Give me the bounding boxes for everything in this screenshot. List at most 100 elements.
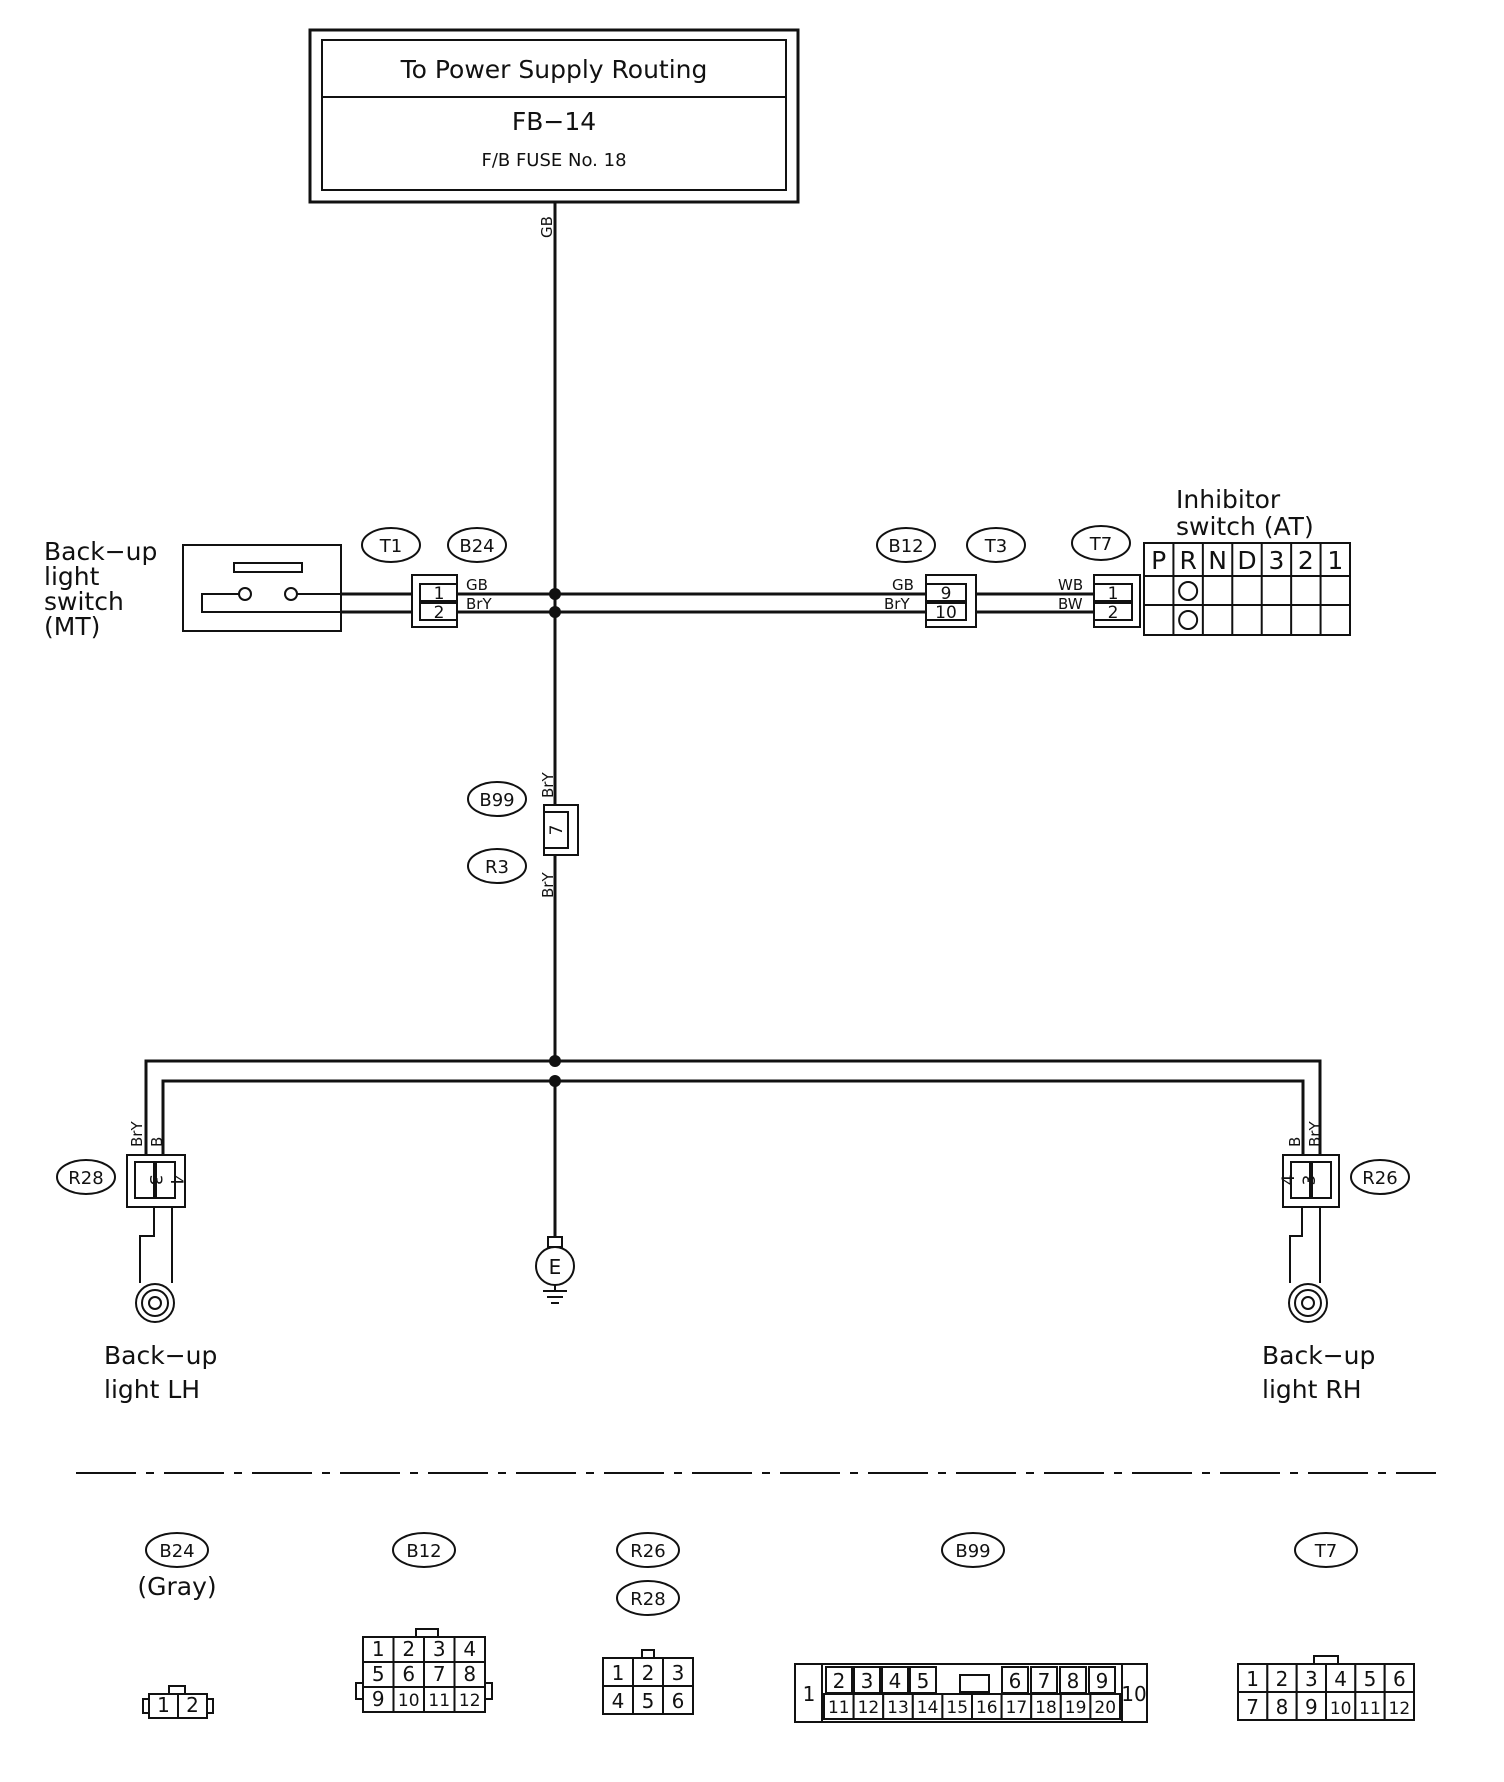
connector-t3-tag: T3	[966, 527, 1026, 563]
connector-t7-tag: T7	[1071, 525, 1131, 561]
svg-text:T7: T7	[1314, 1541, 1337, 1562]
backup-switch-label-1: Back−up	[44, 537, 157, 566]
r26-pin-2: 2	[642, 1661, 655, 1685]
connector-r26-inline: 4 3	[1279, 1154, 1340, 1208]
b99-pin-cell	[1059, 1666, 1087, 1694]
svg-text:B12: B12	[888, 536, 923, 557]
inhibitor-label-1: Inhibitor	[1176, 485, 1281, 514]
wire-label-b-lh: B	[148, 1137, 166, 1147]
wire-label-bry-b99: BrY	[539, 772, 557, 798]
inhibitor-position-2: 2	[1298, 546, 1314, 575]
svg-text:R28: R28	[630, 1589, 665, 1610]
b99-pin-8: 8	[1067, 1669, 1080, 1693]
power-supply-box: To Power Supply Routing FB−14 F/B FUSE N…	[308, 28, 800, 204]
b99-pin-cell	[1059, 1693, 1092, 1720]
svg-text:R26: R26	[630, 1541, 665, 1562]
svg-text:B24: B24	[159, 1541, 194, 1562]
r26-pin-5: 5	[642, 1689, 655, 1713]
fuse-desc: F/B FUSE No. 18	[481, 150, 626, 171]
inhibitor-contact-r-2	[1178, 610, 1199, 630]
b12-pin-6: 6	[402, 1662, 415, 1686]
b12-pin-8: 8	[463, 1662, 476, 1686]
svg-text:B99: B99	[955, 1541, 990, 1562]
b12-pin-10: 10	[398, 1691, 420, 1711]
connector-b99-tag: B99	[467, 781, 527, 817]
fuse-id: FB−14	[512, 107, 596, 136]
b99-pin-20: 20	[1094, 1698, 1116, 1718]
wire-label-bry-lh: BrY	[128, 1121, 146, 1147]
r26-pin-cell	[662, 1657, 694, 1687]
t7-pin-cell	[1237, 1691, 1269, 1721]
svg-text:T7: T7	[1089, 534, 1112, 555]
b99-pin-cell	[1089, 1693, 1122, 1720]
r26-pin-cell	[602, 1685, 634, 1715]
connector-b12-inline: 9 10	[925, 574, 977, 628]
b99-pin-14: 14	[917, 1698, 939, 1718]
b99-pin-2: 2	[833, 1669, 846, 1693]
svg-text:7: 7	[547, 825, 567, 836]
t7-pin-cell	[1237, 1663, 1269, 1693]
svg-text:T3: T3	[984, 536, 1007, 557]
wire-label-bry-r3: BrY	[539, 872, 557, 898]
b99-pin-5: 5	[917, 1669, 930, 1693]
b12-pin-4: 4	[463, 1637, 476, 1661]
b12-pin-cell	[362, 1686, 395, 1713]
r26-pin-3: 3	[672, 1661, 685, 1685]
inhibitor-position-N: N	[1208, 546, 1227, 575]
t7-pin-3: 3	[1305, 1667, 1318, 1691]
b99-pin-15: 15	[946, 1698, 968, 1718]
connector-r28-inline: 3 4	[126, 1154, 186, 1208]
b12-pin-12: 12	[459, 1691, 481, 1711]
svg-text:1: 1	[1108, 584, 1119, 604]
b99-pin-7: 7	[1038, 1669, 1051, 1693]
svg-text:B24: B24	[459, 536, 494, 557]
b12-pin-7: 7	[433, 1662, 446, 1686]
svg-text:10: 10	[935, 603, 957, 623]
wire-label-bry-rh: BrY	[1306, 1121, 1324, 1147]
wire-label-gb-b24: GB	[466, 576, 488, 594]
connector-t7-inline: 1 2	[1093, 574, 1141, 628]
b99-pin-12: 12	[858, 1698, 880, 1718]
junction-lamp-bry	[549, 1055, 561, 1067]
lamp-lh-label-2: light LH	[104, 1375, 200, 1404]
ground-icon: E	[535, 1236, 575, 1304]
t7-pin-cell	[1295, 1691, 1327, 1721]
r26-pin-cell	[662, 1685, 694, 1715]
t7-pin-11: 11	[1359, 1699, 1381, 1719]
b12-pin-1: 1	[372, 1637, 385, 1661]
inhibitor-label-2: switch (AT)	[1176, 512, 1314, 541]
r26-pin-1: 1	[612, 1661, 625, 1685]
wire-label-bw: BW	[1058, 595, 1083, 613]
wire-label-wb: WB	[1058, 576, 1083, 594]
svg-text:3: 3	[1300, 1175, 1320, 1186]
svg-text:1: 1	[803, 1682, 816, 1706]
t7-pin-9: 9	[1305, 1695, 1318, 1719]
wire-label-b-rh: B	[1286, 1137, 1304, 1147]
b12-pin-2: 2	[402, 1637, 415, 1661]
b99-pin-cell	[881, 1666, 909, 1694]
svg-text:10: 10	[1121, 1682, 1146, 1706]
b99-pin-9: 9	[1096, 1669, 1109, 1693]
b99-pin-cell	[1000, 1693, 1033, 1720]
svg-text:R28: R28	[68, 1168, 103, 1189]
b12-pin-cell	[392, 1636, 425, 1663]
backup-switch-label-4: (MT)	[44, 612, 100, 641]
svg-text:4: 4	[1279, 1175, 1299, 1186]
t7-pin-6: 6	[1393, 1667, 1406, 1691]
b24-pin-cell	[177, 1693, 208, 1719]
t7-pin-2: 2	[1276, 1667, 1289, 1691]
svg-text:2: 2	[434, 603, 445, 623]
t7-pin-5: 5	[1364, 1667, 1377, 1691]
t7-pin-cell	[1266, 1691, 1298, 1721]
svg-text:3: 3	[145, 1175, 165, 1186]
lamp-rh-label-2: light RH	[1262, 1375, 1362, 1404]
lamp-rh-icon	[1288, 1283, 1328, 1323]
b99-pin-19: 19	[1065, 1698, 1087, 1718]
b12-pin-cell	[392, 1661, 425, 1688]
b99-pin-11: 11	[828, 1698, 850, 1718]
svg-text:T1: T1	[379, 536, 402, 557]
b12-pin-cell	[453, 1686, 486, 1713]
